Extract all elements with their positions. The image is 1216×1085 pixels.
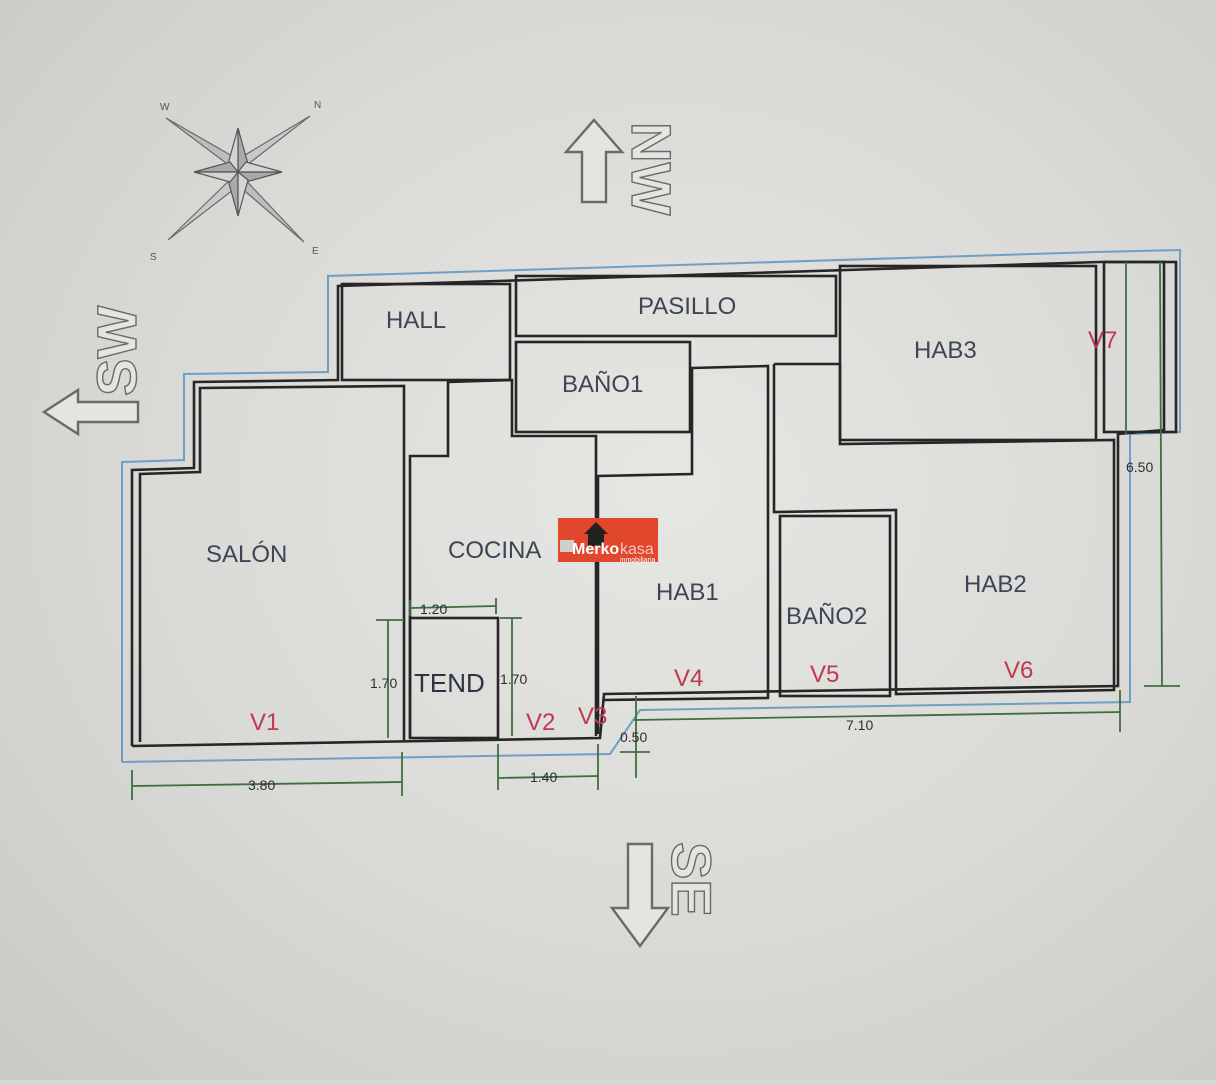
window-v7-label: V7 xyxy=(1088,327,1117,354)
window-v6-label: V6 xyxy=(1004,657,1033,684)
hab3-room xyxy=(838,264,1098,442)
exterior-outline xyxy=(121,248,1181,763)
logo-gray-shape xyxy=(560,540,574,552)
balcony-room xyxy=(1102,260,1178,434)
hab1-room xyxy=(596,364,770,734)
hall-label: HALL xyxy=(386,307,446,334)
compass-e-label: E xyxy=(312,246,319,257)
logo-background xyxy=(558,518,658,562)
window-v4-label: V4 xyxy=(674,665,703,692)
logo-brand-part1: Merko xyxy=(572,541,619,558)
dim-tend-height-right: 1.70 xyxy=(500,671,527,687)
direction-nw-label: NW xyxy=(620,122,683,215)
house-icon xyxy=(584,522,608,546)
cocina-room xyxy=(408,378,598,738)
hab1-label: HAB1 xyxy=(656,579,719,606)
window-v2-label: V2 xyxy=(526,709,555,736)
window-v5-label: V5 xyxy=(810,661,839,688)
dim-salon-width: 3.80 xyxy=(248,777,275,793)
salon-label: SALÓN xyxy=(206,541,287,568)
tend-room xyxy=(408,616,500,740)
compass-s-label: S xyxy=(150,252,157,263)
dim-step: 0.50 xyxy=(620,729,647,745)
bano2-room xyxy=(778,514,892,698)
bano1-label: BAÑO1 xyxy=(562,371,643,398)
pasillo-room xyxy=(514,274,838,338)
dim-cocina-bottom: 1.40 xyxy=(530,769,557,785)
tend-label: TEND xyxy=(414,668,485,698)
arrow-left-icon xyxy=(41,387,140,437)
dim-bedrooms-width: 7.10 xyxy=(846,717,873,733)
hall-room xyxy=(340,282,512,382)
south-east-indicator: SE xyxy=(609,841,724,949)
dim-total-depth: 6.50 xyxy=(1126,459,1153,475)
window-v1-label: V1 xyxy=(250,709,279,736)
logo-tagline: inmobiliaria xyxy=(620,557,656,564)
arrow-up-icon xyxy=(563,118,625,204)
window-v3-label: V3 xyxy=(578,703,607,730)
hab3-label: HAB3 xyxy=(914,337,977,364)
logo-brand-part2: kasa xyxy=(620,541,654,558)
bano1-room xyxy=(514,340,692,434)
bano2-label: BAÑO2 xyxy=(786,603,867,630)
compass-rose-icon: W N E S xyxy=(150,100,321,263)
direction-sw-label: SW xyxy=(85,306,148,396)
cocina-label: COCINA xyxy=(448,537,541,564)
hab2-label: HAB2 xyxy=(964,571,1027,598)
dim-tend-width: 1.20 xyxy=(420,601,447,617)
merkokasa-logo: Merko kasa inmobiliaria xyxy=(558,518,658,564)
dimension-lines xyxy=(131,261,1180,800)
hab2-room xyxy=(772,362,1116,696)
dim-tend-height-left: 1.70 xyxy=(370,675,397,691)
salon-room xyxy=(138,384,406,742)
north-west-indicator: NW xyxy=(563,118,684,216)
direction-se-label: SE xyxy=(660,842,723,917)
compass-n-label: N xyxy=(314,100,321,111)
south-west-indicator: SW xyxy=(41,305,149,437)
compass-w-label: W xyxy=(160,102,170,113)
pasillo-label: PASILLO xyxy=(638,293,736,320)
arrow-down-icon xyxy=(609,842,671,949)
